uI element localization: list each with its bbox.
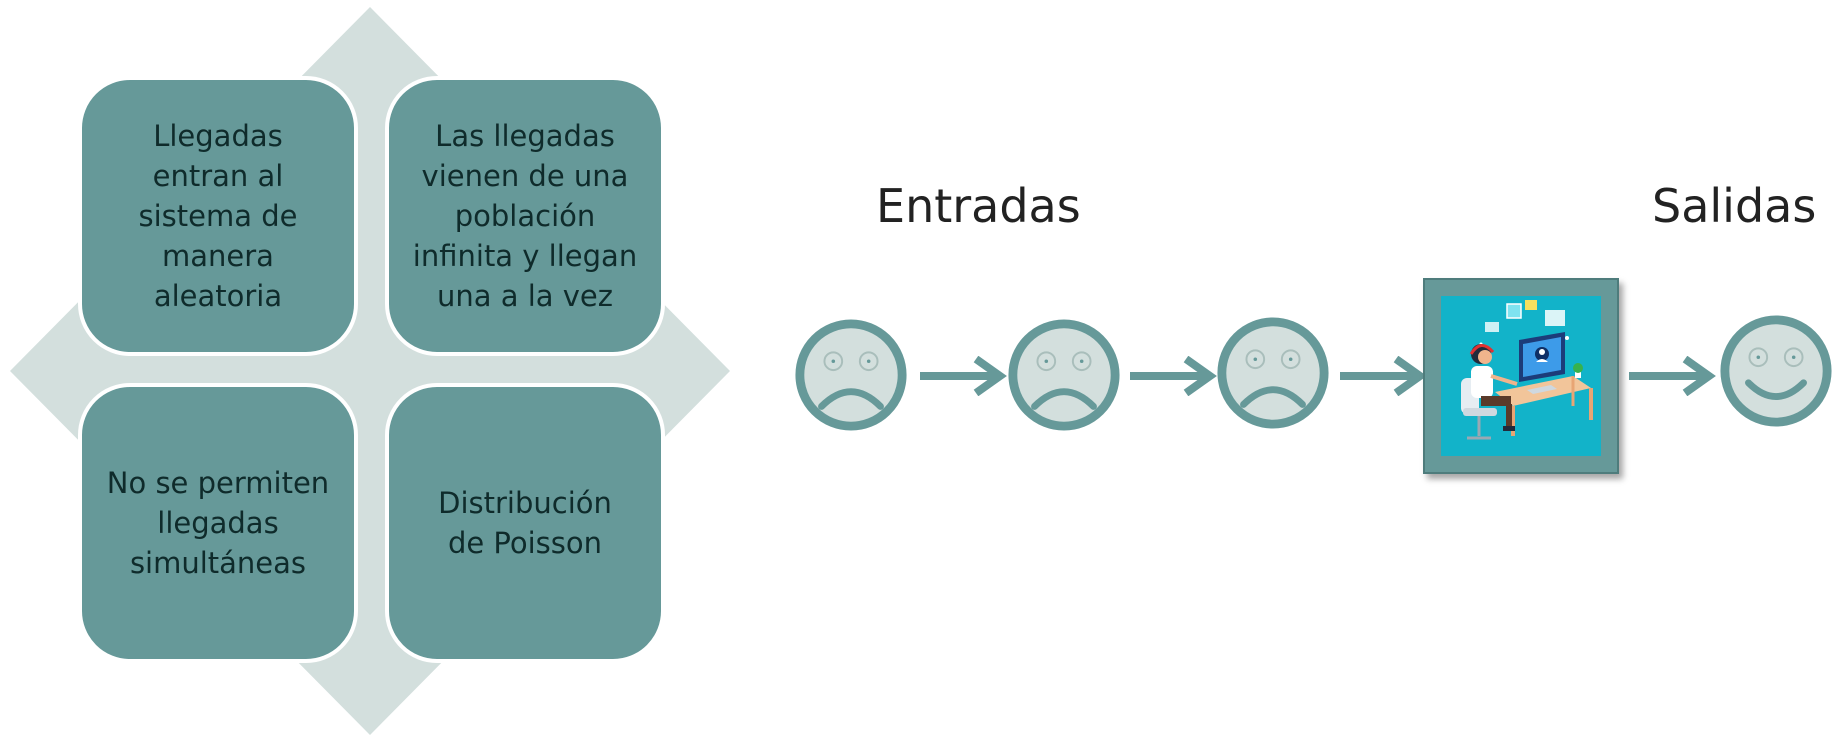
server-illustration [1423,278,1619,474]
card-line: sistema de [138,199,298,233]
card-line: Distribución [438,486,612,520]
card-line: Las llegadas [435,119,615,153]
card-poisson-distribution: Distribución de Poisson [385,383,665,663]
card-line: una a la vez [436,279,613,313]
arrow-right-icon [1629,356,1716,396]
card-line: manera [162,239,274,273]
card-line: de Poisson [447,526,603,560]
output-label: Salidas [1652,179,1817,233]
sad-face-icon [1217,317,1329,429]
card-line: población [454,199,596,233]
card-line: No se permiten [106,466,330,500]
office-worker-icon [1441,296,1601,456]
card-random-arrivals: Llegadas entran al sistema de manera ale… [78,76,358,356]
arrow-right-icon [1130,356,1217,396]
card-line: infinita y llegan [412,239,638,273]
card-line: Llegadas [153,119,283,153]
card-infinite-population: Las llegadas vienen de una población inf… [385,76,665,356]
sad-face-icon [795,319,907,431]
happy-face-icon [1720,315,1832,427]
sad-face-icon [1008,319,1120,431]
arrow-right-icon [1340,356,1427,396]
card-line: entran al [152,159,284,193]
arrow-right-icon [920,356,1007,396]
card-no-simultaneous: No se permiten llegadas simultáneas [78,383,358,663]
office-worker-drawing [1461,300,1593,440]
input-label: Entradas [876,179,1081,233]
card-line: simultáneas [129,546,307,580]
card-line: aleatoria [153,279,283,313]
card-line: llegadas [157,506,279,540]
card-line: vienen de una [421,159,629,193]
